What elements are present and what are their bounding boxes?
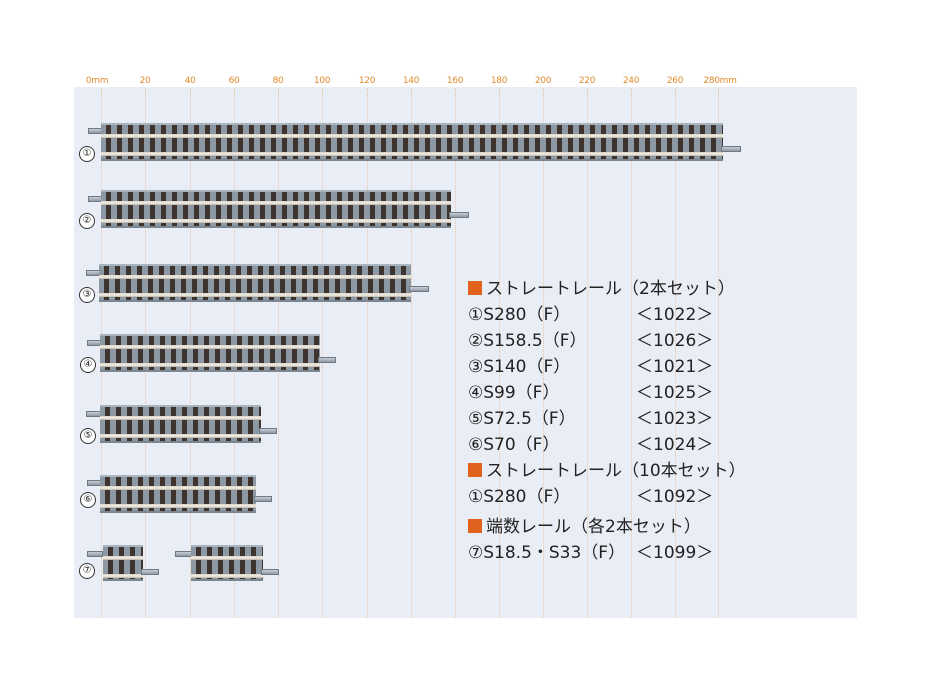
orange-square-bullet-icon [468, 463, 482, 477]
product-code: ＜1021＞ [636, 357, 714, 377]
track-image-S33 [191, 545, 263, 581]
ruler-guide-line [411, 88, 412, 618]
legend-item: ④S99（F）＜1025＞ [468, 380, 746, 406]
ruler-guide-line [367, 88, 368, 618]
ruler-tick-label: 280mm [703, 76, 737, 86]
legend-item: ③S140（F）＜1021＞ [468, 354, 746, 380]
ruler-tick-label: 100 [313, 76, 331, 86]
rail-joiner [318, 357, 336, 363]
ruler-guide-line [718, 88, 719, 618]
ruler-tick-label: 80 [272, 76, 284, 86]
track-number-badge: ⑤ [80, 428, 96, 444]
ruler-guide-line [543, 88, 544, 618]
track-image [101, 190, 451, 228]
legend-item: ②S158.5（F）＜1026＞ [468, 328, 746, 354]
rail-joiner [141, 569, 159, 575]
product-code: ＜1022＞ [636, 305, 714, 325]
ruler-tick-label: 260 [666, 76, 684, 86]
ruler-tick-label: 160 [446, 76, 464, 86]
ruler-guide-line [587, 88, 588, 618]
ruler-tick-label: 200 [534, 76, 552, 86]
rail-joiner [259, 428, 277, 434]
ruler-tick-label: 20 [139, 76, 151, 86]
ruler-tick-label: 180 [490, 76, 508, 86]
ruler-tick-label: 60 [228, 76, 240, 86]
ruler-tick-label: 220 [578, 76, 596, 86]
track-number-badge: ⑦ [79, 563, 95, 579]
rail-joiner [449, 212, 469, 218]
product-legend: ストレートレール（2本セット） ①S280（F）＜1022＞ ②S158.5（F… [468, 276, 746, 566]
legend-heading-10-set: ストレートレール（10本セット） [468, 458, 746, 484]
track-number-badge: ① [79, 146, 95, 162]
rail-joiner [87, 551, 103, 557]
ruler-tick-label: 240 [622, 76, 640, 86]
rail-joiner [261, 569, 279, 575]
legend-item: ⑥S70（F）＜1024＞ [468, 432, 746, 458]
legend-item: ⑦S18.5・S33（F）＜1099＞ [468, 540, 746, 566]
track-image [100, 405, 261, 443]
track-image-S18.5 [103, 545, 143, 581]
rail-joiner [409, 286, 429, 292]
ruler-tick-label: 120 [358, 76, 376, 86]
orange-square-bullet-icon [468, 519, 482, 533]
product-code: ＜1026＞ [636, 331, 714, 351]
orange-square-bullet-icon [468, 281, 482, 295]
ruler-guide-line [675, 88, 676, 618]
product-code: ＜1025＞ [636, 383, 714, 403]
product-code: ＜1099＞ [636, 543, 714, 563]
track-image [100, 475, 256, 513]
product-code: ＜1024＞ [636, 435, 714, 455]
legend-item: ①S280（F）＜1092＞ [468, 484, 746, 510]
legend-item: ①S280（F）＜1022＞ [468, 302, 746, 328]
track-image [101, 123, 723, 161]
ruler-tick-label: 40 [184, 76, 196, 86]
ruler-guide-line [631, 88, 632, 618]
track-number-badge: ④ [80, 357, 96, 373]
product-code: ＜1092＞ [636, 487, 714, 507]
track-number-badge: ③ [79, 287, 95, 303]
ruler-tick-label: 140 [402, 76, 420, 86]
track-number-badge: ② [79, 213, 95, 229]
legend-heading-2-set: ストレートレール（2本セット） [468, 276, 746, 302]
rail-joiner [721, 146, 741, 152]
legend-item: ⑤S72.5（F）＜1023＞ [468, 406, 746, 432]
legend-heading-fraction-rails: 端数レール（各2本セット） [468, 514, 746, 540]
product-code: ＜1023＞ [636, 409, 714, 429]
track-image [99, 264, 411, 302]
ruler-guide-line [322, 88, 323, 618]
rail-joiner [254, 496, 272, 502]
ruler-tick-label: 0mm [85, 76, 109, 86]
ruler-guide-line [455, 88, 456, 618]
track-image [100, 334, 320, 372]
ruler-guide-line [499, 88, 500, 618]
track-number-badge: ⑥ [80, 492, 96, 508]
